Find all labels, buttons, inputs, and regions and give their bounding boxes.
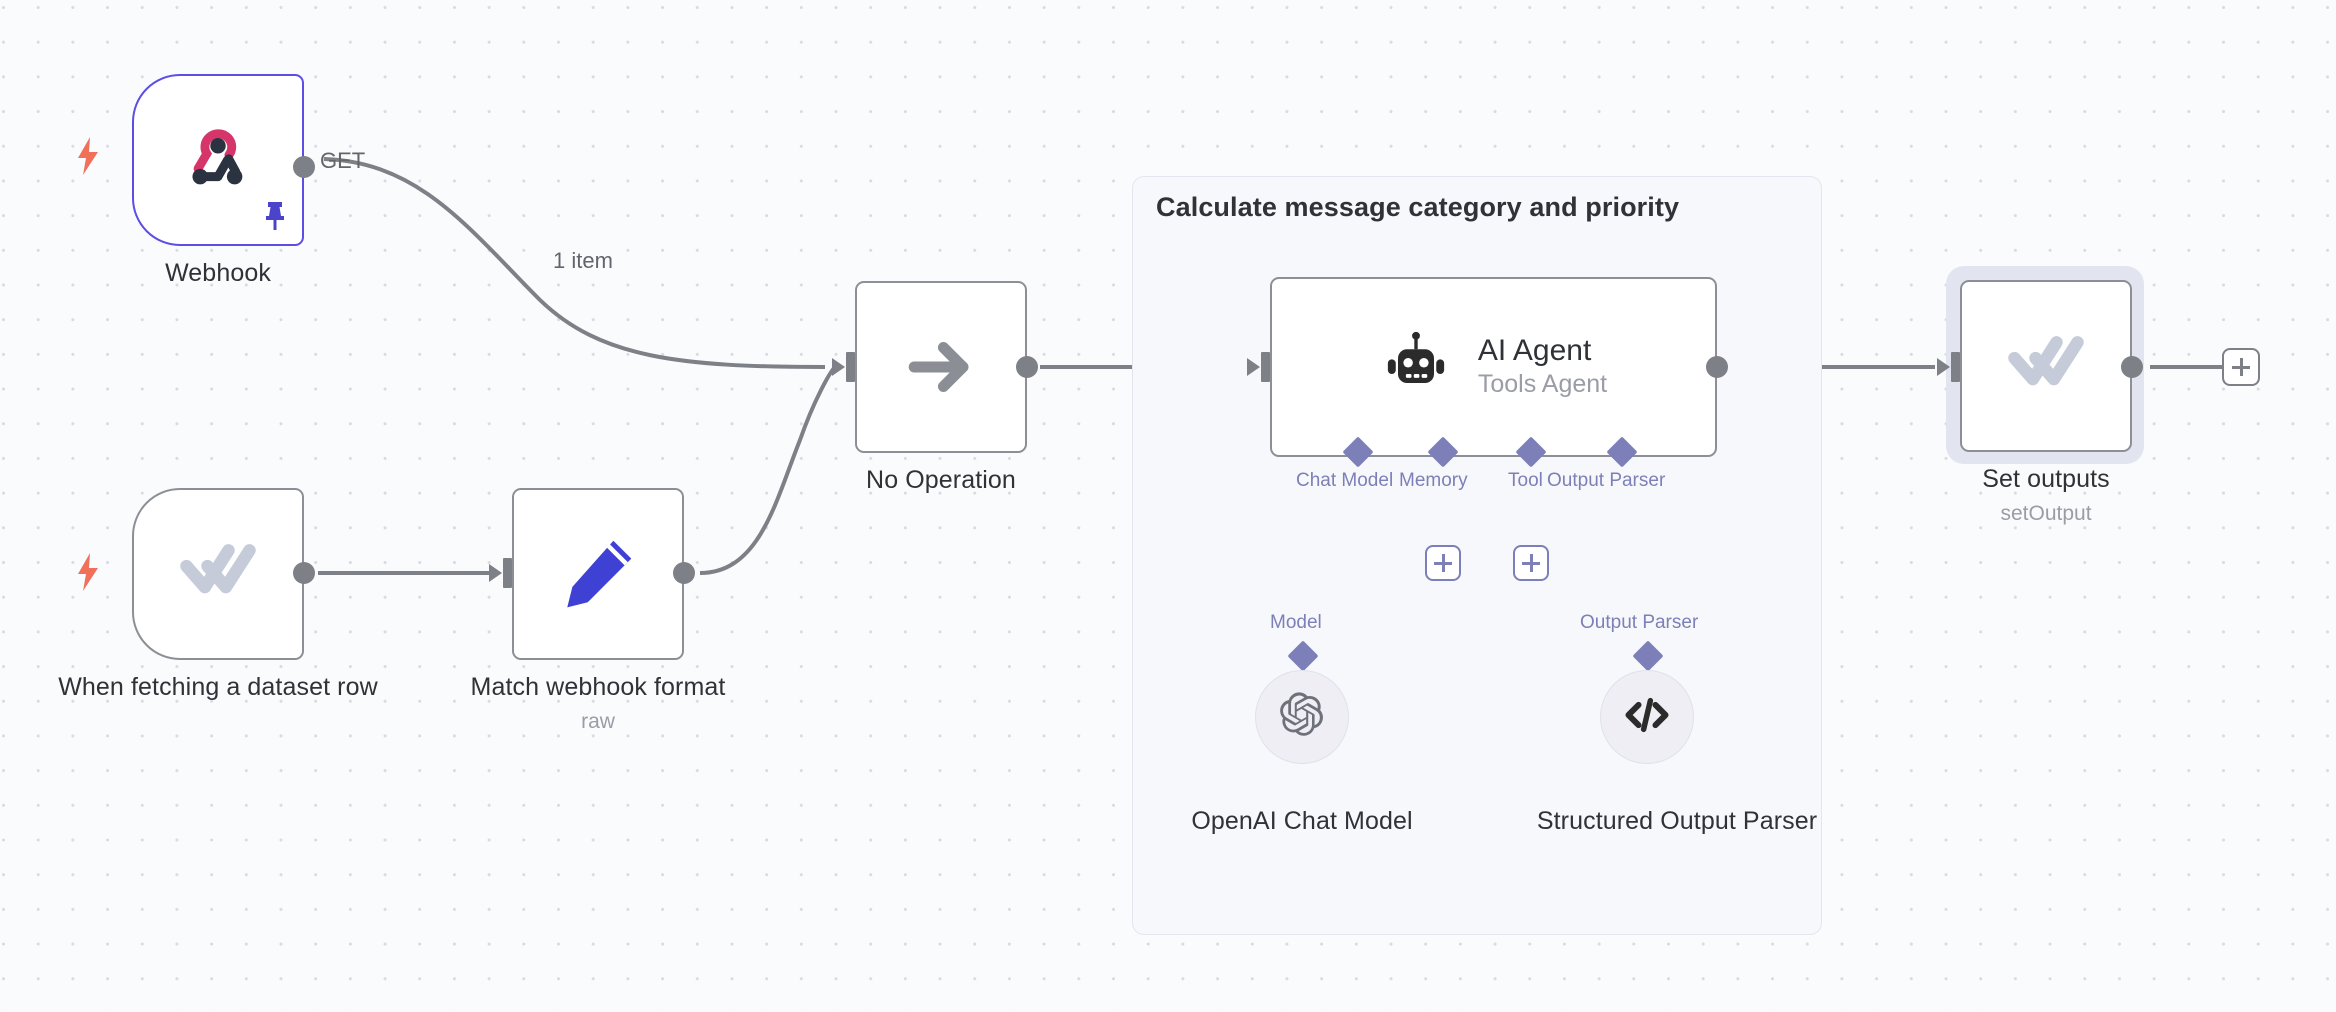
agent-port-label-memory: Memory (1399, 470, 1468, 491)
input-port-match-webhook-format[interactable] (503, 558, 512, 588)
output-port-no-operation[interactable] (1016, 356, 1038, 378)
openai-icon (1276, 689, 1328, 746)
agent-port-label-chat-model: Chat Model (1296, 470, 1394, 491)
node-when-fetching-a-dataset-row[interactable] (132, 488, 304, 660)
add-node-button[interactable] (2222, 348, 2260, 386)
subnode-connection-label-model: Model (1270, 612, 1322, 633)
webhook-icon (134, 76, 302, 244)
node-sublabel-set-outputs: setOutput (2000, 502, 2092, 525)
node-label-ai-agent: AI Agent (1477, 334, 1592, 368)
output-port-dataset-row[interactable] (293, 562, 315, 584)
pencil-icon (514, 490, 682, 658)
pin-icon (262, 200, 288, 230)
output-port-label-webhook: GET (320, 148, 366, 173)
node-openai-chat-model[interactable] (1255, 670, 1349, 764)
trigger-bolt-icon-dataset (75, 553, 101, 591)
subnode-connection-label-output-parser: Output Parser (1580, 612, 1699, 633)
input-arrow-match-webhook-format (489, 564, 502, 582)
node-sublabel-ai-agent: Tools Agent (1477, 369, 1608, 398)
node-label-when-fetching-a-dataset-row: When fetching a dataset row (58, 673, 378, 701)
agent-port-label-tool: Tool (1508, 470, 1543, 491)
edge-label-1-item: 1 item (548, 248, 618, 274)
node-no-operation[interactable] (855, 281, 1027, 453)
add-memory-button[interactable] (1425, 545, 1461, 581)
trigger-bolt-icon-webhook (75, 137, 101, 175)
input-arrow-ai-agent (1247, 358, 1260, 376)
node-label-match-webhook-format: Match webhook format (470, 673, 726, 701)
node-match-webhook-format[interactable] (512, 488, 684, 660)
double-check-icon (134, 490, 302, 658)
input-port-ai-agent[interactable] (1261, 352, 1270, 382)
input-port-no-operation[interactable] (846, 352, 855, 382)
agent-port-label-output-parser: Output Parser (1547, 470, 1666, 491)
node-set-outputs[interactable] (1960, 280, 2132, 452)
node-label-webhook: Webhook (165, 259, 271, 287)
group-title: Calculate message category and priority (1156, 192, 1680, 222)
double-check-icon (1962, 282, 2130, 450)
input-arrow-set-outputs (1937, 358, 1950, 376)
output-port-ai-agent[interactable] (1706, 356, 1728, 378)
output-port-webhook[interactable] (293, 156, 315, 178)
robot-icon (1380, 329, 1452, 406)
code-brackets-icon (1620, 688, 1674, 747)
output-port-match-webhook-format[interactable] (673, 562, 695, 584)
node-label-set-outputs: Set outputs (1982, 465, 2110, 493)
node-sublabel-match-webhook-format: raw (581, 710, 615, 733)
add-tool-button[interactable] (1513, 545, 1549, 581)
input-port-set-outputs[interactable] (1951, 352, 1960, 382)
node-label-no-operation: No Operation (866, 466, 1016, 494)
node-label-openai-chat-model: OpenAI Chat Model (1191, 807, 1413, 835)
output-port-set-outputs[interactable] (2121, 356, 2143, 378)
node-ai-agent[interactable]: AI Agent Tools Agent (1270, 277, 1717, 457)
node-webhook[interactable] (132, 74, 304, 246)
arrow-right-icon (857, 283, 1025, 451)
node-structured-output-parser[interactable] (1600, 670, 1694, 764)
input-arrow-no-operation (832, 358, 845, 376)
node-label-structured-output-parser: Structured Output Parser (1536, 807, 1818, 835)
